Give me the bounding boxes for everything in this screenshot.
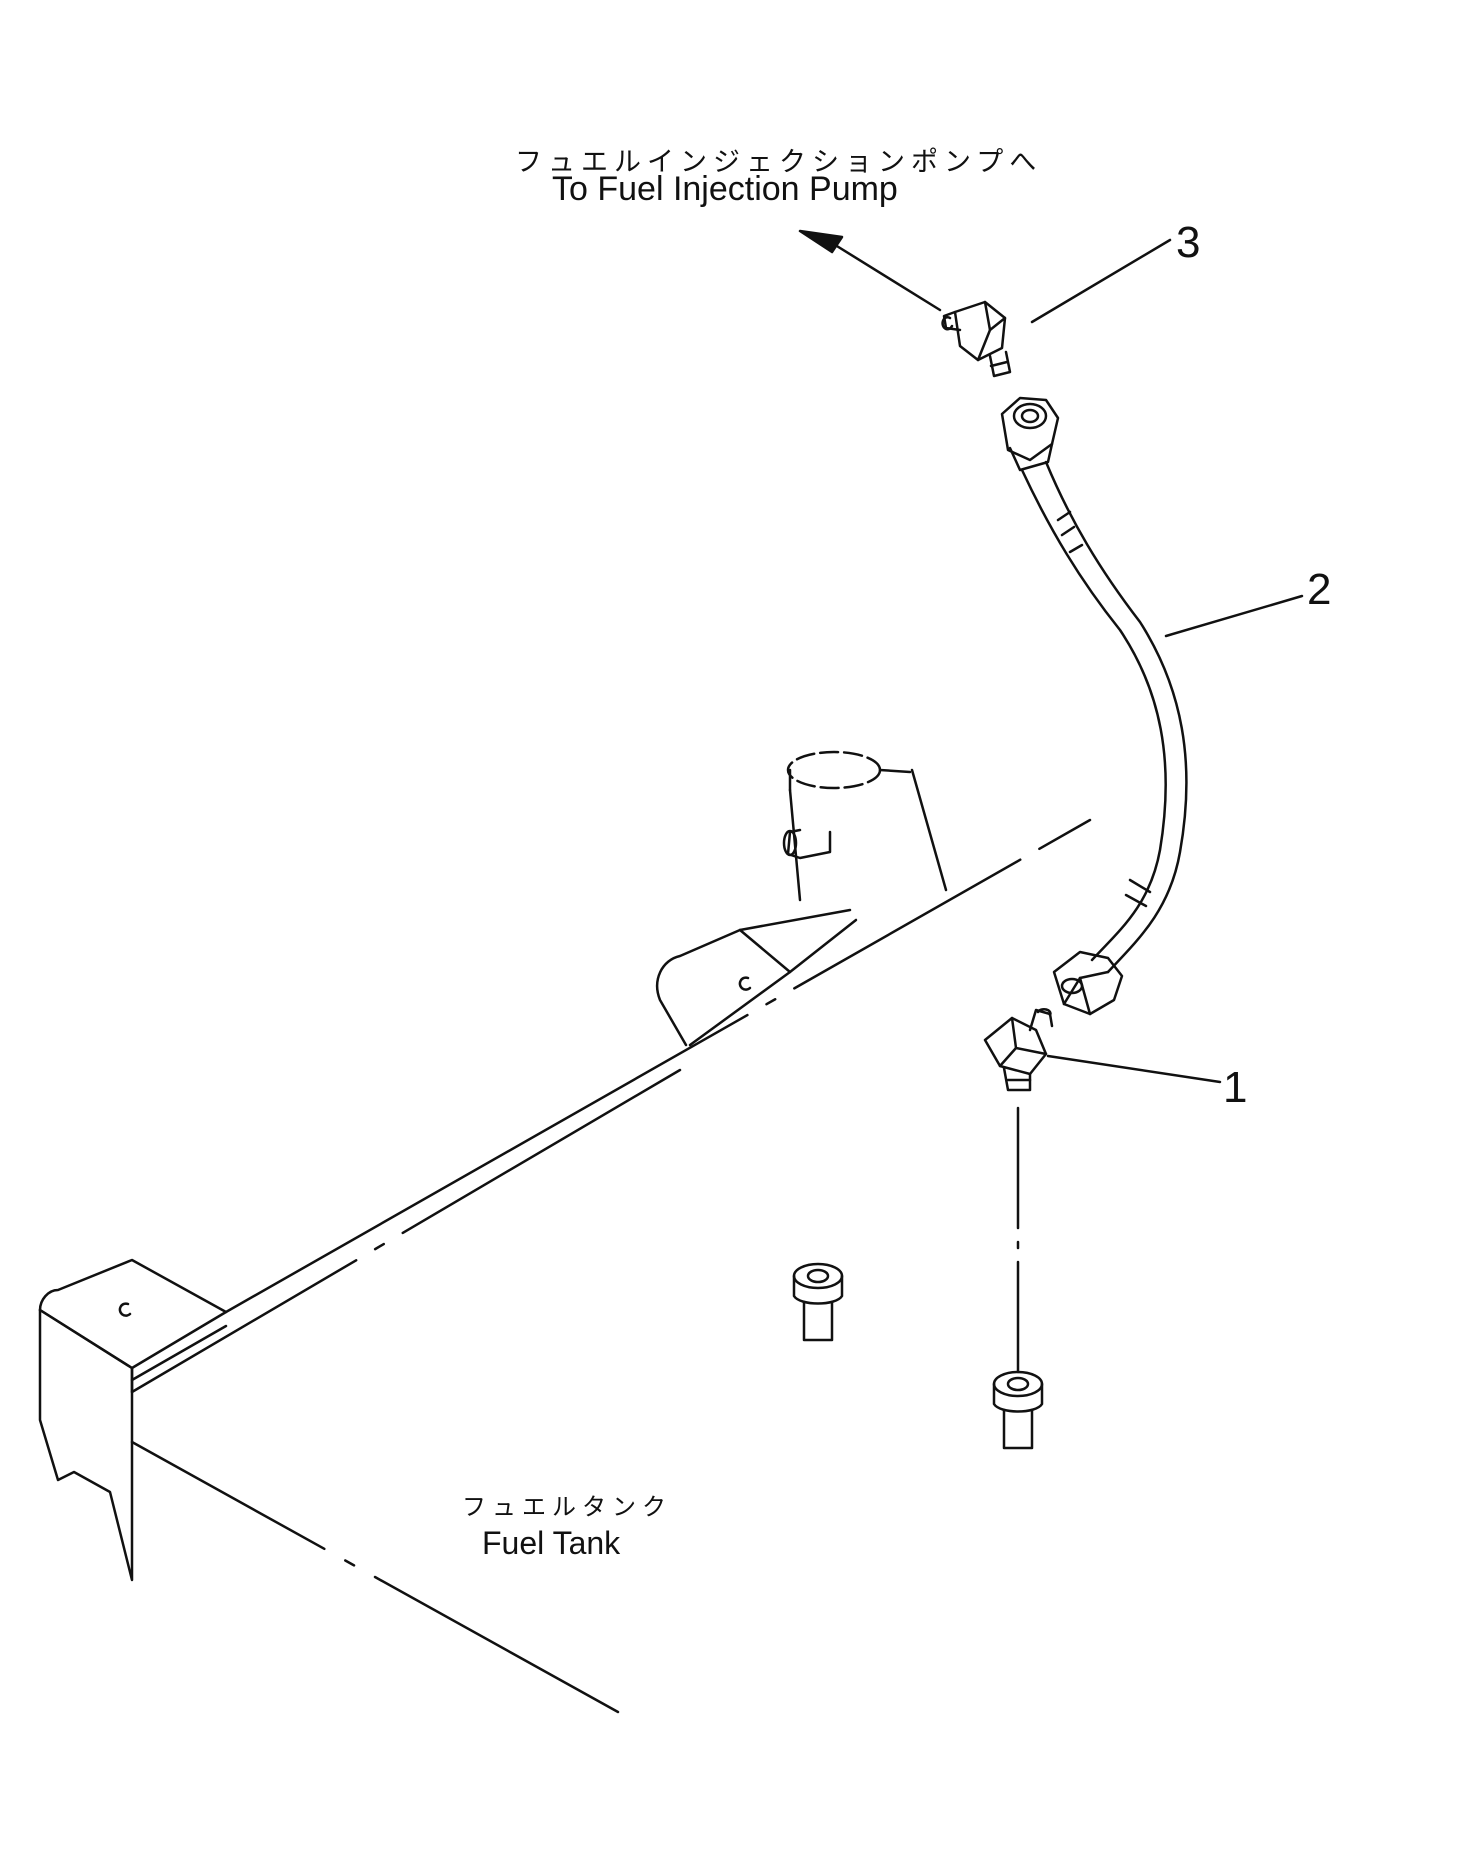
elbow-fitting-upper (941, 300, 1012, 378)
bolt-left (792, 1262, 844, 1342)
callout-number-2: 2 (1307, 565, 1332, 614)
tank-label-japanese: フュエルタンク (462, 1493, 672, 1521)
arrow-to-pump (798, 229, 942, 312)
tank-label-english: Fuel Tank (482, 1525, 621, 1561)
callout-number-3: 3 (1176, 218, 1201, 267)
leader-line-1 (1046, 1054, 1222, 1084)
pump-label-english: To Fuel Injection Pump (552, 170, 898, 208)
elbow-fitting-lower (983, 1007, 1054, 1092)
bolt-right (992, 1370, 1044, 1450)
leader-line-2 (1164, 594, 1304, 638)
tank-slot-marks (118, 976, 752, 1317)
pump-label-japanese: フュエルインジェクションポンプへ (515, 147, 1043, 178)
leader-line-3 (1030, 238, 1172, 324)
fuel-hose (1000, 396, 1188, 1016)
callout-number-1: 1 (1223, 1063, 1248, 1112)
fuel-tank (38, 750, 1092, 1714)
